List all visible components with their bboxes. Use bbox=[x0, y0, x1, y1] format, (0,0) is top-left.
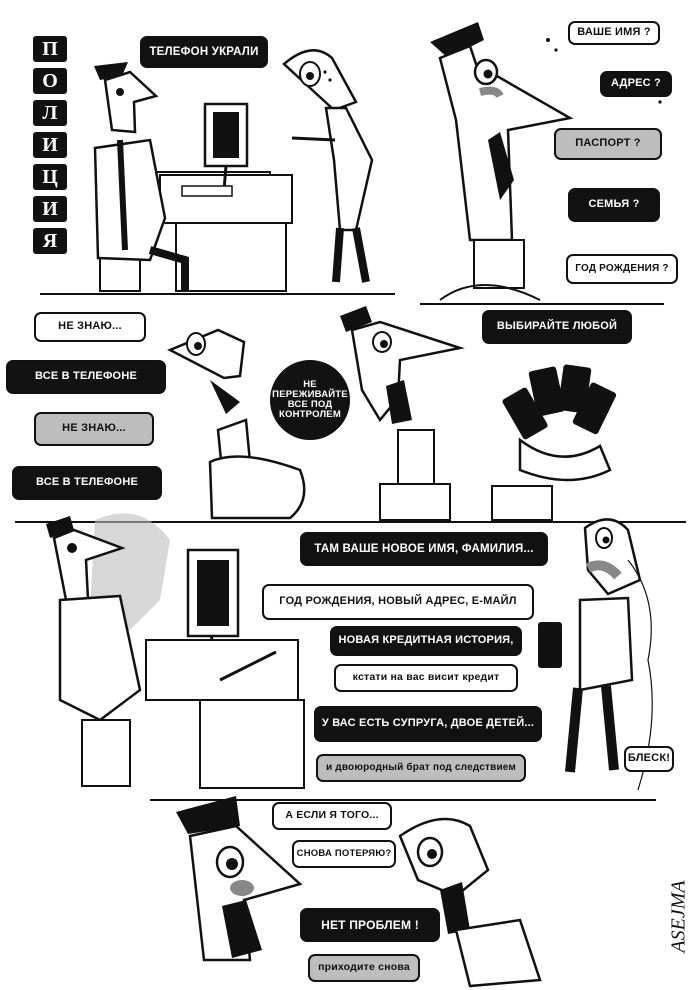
title-letter: О bbox=[33, 68, 67, 94]
speech-credit-history: НОВАЯ КРЕДИТНАЯ ИСТОРИЯ, bbox=[330, 626, 522, 656]
title-letter: Ц bbox=[33, 164, 67, 190]
title-letter: И bbox=[33, 132, 67, 158]
artist-signature: ASEJMA bbox=[668, 852, 690, 980]
reply-brilliant: БЛЕСК! bbox=[624, 746, 674, 772]
speech-if-i: А ЕСЛИ Я ТОГО... bbox=[272, 802, 392, 830]
signature-text: ASEJMA bbox=[667, 879, 690, 953]
reply-all-in-phone-2: ВСЕ В ТЕЛЕФОНЕ bbox=[12, 466, 162, 500]
speech-lose-again: СНОВА потеряю? bbox=[292, 840, 396, 868]
title-letter: П bbox=[33, 36, 67, 62]
question-birth-year: ГОД РОЖДЕНИЯ ? bbox=[566, 254, 678, 284]
question-passport: ПАСПОРТ ? bbox=[554, 128, 662, 160]
speech-spouse-children: У ВАС ЕСТЬ СУПРУГА, ДВОЕ ДЕТЕЙ... bbox=[314, 706, 542, 742]
reply-dont-know-1: НЕ ЗНАЮ... bbox=[34, 312, 146, 342]
title-letter: Л bbox=[33, 100, 67, 126]
panel4-drawing bbox=[46, 513, 653, 791]
title-letter: Я bbox=[33, 228, 67, 254]
speech-choose-any: ВЫБИРАЙТЕ ЛЮБОЙ bbox=[482, 310, 632, 344]
title-letter: И bbox=[33, 196, 67, 222]
panel1-drawing bbox=[93, 49, 374, 292]
speech-come-again: приходите снова bbox=[308, 954, 420, 982]
question-name: ВАШЕ ИМЯ ? bbox=[568, 21, 660, 45]
reply-dont-know-2: НЕ ЗНАЮ... bbox=[34, 412, 154, 446]
reply-all-in-phone-1: ВСЕ В ТЕЛЕФОНЕ bbox=[6, 360, 166, 394]
panel3-drawing bbox=[167, 306, 617, 521]
speech-new-address: ГОД РОЖДЕНИЯ, НОВЫЙ АДРЕС, Е-МАЙЛ bbox=[262, 584, 534, 620]
speech-phone-stolen: ТЕЛЕФОН УКРАЛИ bbox=[140, 36, 268, 68]
question-address: АДРЕС ? bbox=[600, 71, 672, 97]
panel5-drawing bbox=[176, 796, 542, 988]
title-vertical: П О Л И Ц И Я bbox=[33, 36, 71, 254]
speech-cousin: и двоюродный брат под следствием bbox=[316, 754, 526, 782]
panel2-drawing bbox=[430, 22, 662, 301]
question-family: СЕМЬЯ ? bbox=[568, 188, 660, 222]
speech-dont-worry: НЕ ПЕРЕЖИВАЙТЕ ВСЕ ПОД КОНТРОЛЕМ bbox=[270, 360, 350, 440]
speech-loan-note: кстати на вас висит кредит bbox=[334, 664, 518, 692]
speech-new-name: ТАМ ВАШЕ НОВОЕ ИМЯ, ФАМИЛИЯ... bbox=[300, 532, 548, 566]
speech-no-problem: НЕТ ПРОБЛЕМ ! bbox=[300, 908, 440, 942]
